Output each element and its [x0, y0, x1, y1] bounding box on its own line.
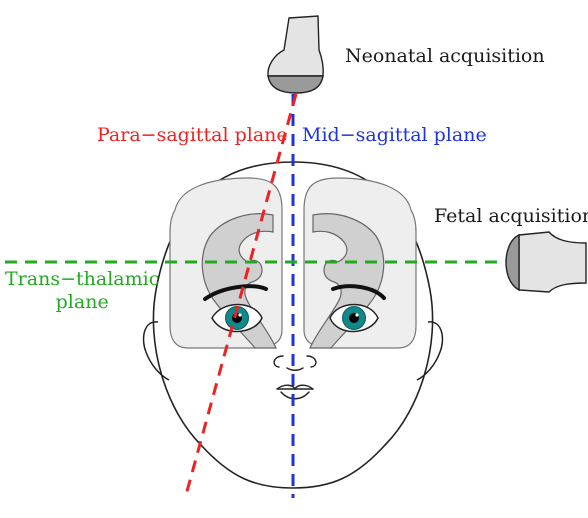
trans-thalamic-plane-label: Trans−thalamic plane: [5, 268, 159, 314]
fetal-probe: [506, 232, 586, 292]
trans-thalamic-label-line1: Trans−thalamic: [5, 268, 159, 291]
trans-thalamic-label-line2: plane: [5, 291, 159, 314]
neonatal-probe: [268, 16, 323, 93]
para-sagittal-plane-label: Para−sagittal plane: [97, 125, 288, 147]
mid-sagittal-plane-label: Mid−sagittal plane: [302, 125, 487, 147]
fetal-acquisition-label: Fetal acquisition: [434, 206, 588, 228]
neonatal-acquisition-label: Neonatal acquisition: [345, 46, 545, 68]
